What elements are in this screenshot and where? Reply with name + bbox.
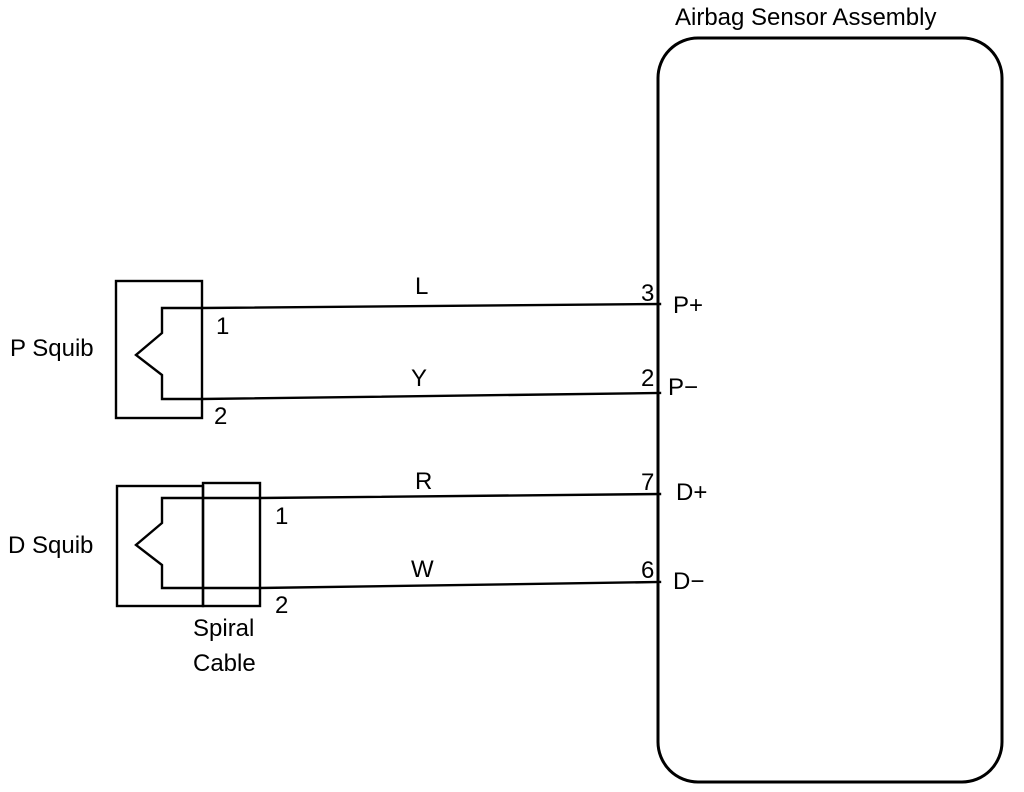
spiral-cable-box [201,481,262,608]
wire-code-w: W [411,556,434,583]
terminal-pin-d-minus: 6 [641,557,654,584]
wire-code-r: R [415,468,432,495]
terminal-label-d-minus: D− [673,568,704,595]
wire-r [258,492,662,500]
p-squib-pin2: 2 [214,403,227,430]
d-squib-label: D Squib [8,532,93,559]
spiral-cable-label-line2: Cable [193,650,256,677]
wire-code-y: Y [411,365,427,392]
wire-l [200,302,662,310]
terminal-label-p-plus: P+ [673,292,703,319]
wire-w [258,580,662,590]
p-squib-label: P Squib [10,335,94,362]
terminal-label-p-minus: P− [668,374,698,401]
d-squib-pin2: 2 [275,592,288,619]
d-squib-element [134,496,262,590]
sensor-assembly-box [656,36,1004,784]
terminal-pin-d-plus: 7 [641,469,654,496]
p-squib-element [134,306,204,401]
d-squib-pin1: 1 [275,503,288,530]
wire-y [200,391,662,401]
terminal-pin-p-minus: 2 [641,365,654,392]
wire-code-l: L [415,273,428,300]
p-squib-box [114,279,204,420]
terminal-label-d-plus: D+ [676,479,707,506]
spiral-cable-label-line1: Spiral [193,615,254,642]
sensor-assembly-title: Airbag Sensor Assembly [675,4,936,31]
p-squib-pin1: 1 [216,313,229,340]
terminal-pin-p-plus: 3 [641,280,654,307]
